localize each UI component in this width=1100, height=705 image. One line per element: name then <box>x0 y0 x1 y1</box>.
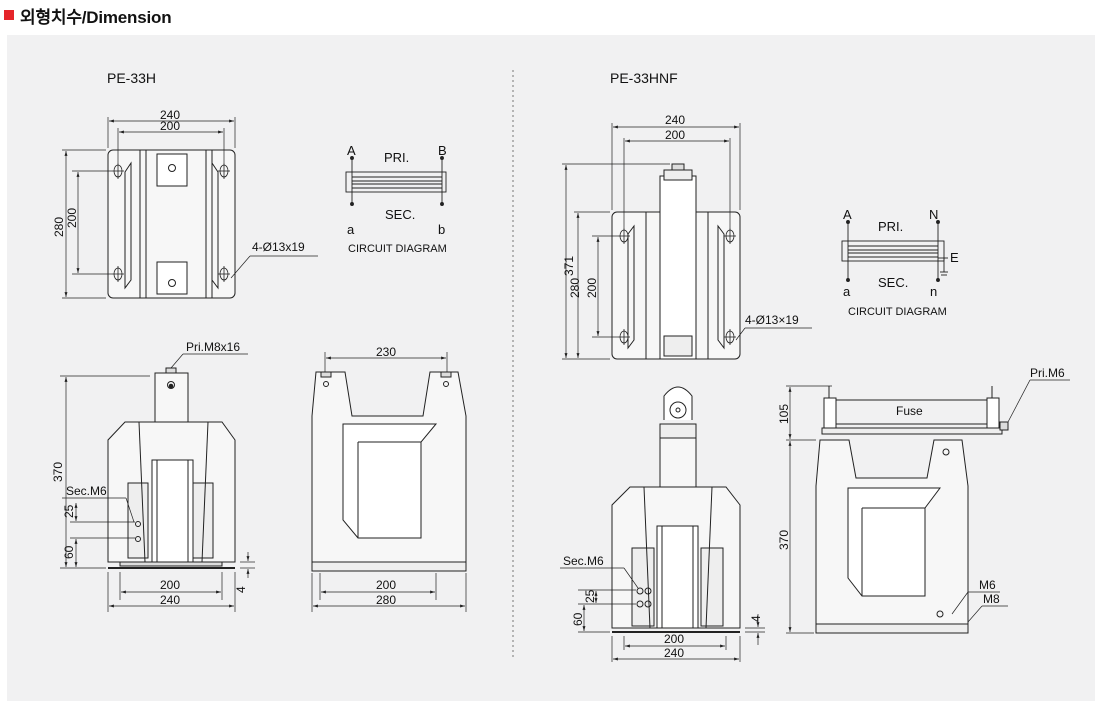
section-header: 외형치수/Dimension <box>4 2 172 28</box>
pri-terminal-label-left: Pri.M8x16 <box>186 340 240 354</box>
dim-200-bottom-left: 200 <box>160 578 180 592</box>
dim-280-right: 280 <box>568 278 582 298</box>
circuit-N-right: N <box>929 207 938 222</box>
section-title: 외형치수/Dimension <box>20 7 172 27</box>
model-label-right: PE-33HNF <box>610 70 678 86</box>
dim-370-right: 370 <box>777 530 791 550</box>
circuit-caption-right: CIRCUIT DIAGRAM <box>848 306 947 318</box>
dim-60-right: 60 <box>571 612 585 626</box>
circuit-pri-left: PRI. <box>384 150 409 165</box>
circuit-diagram-left <box>345 156 447 206</box>
top-view-right <box>562 123 812 360</box>
sec-terminal-label-right: Sec.M6 <box>563 554 604 568</box>
dim-25-right: 25 <box>583 589 597 603</box>
circuit-A-left: A <box>347 143 356 158</box>
dim-200-top-left: 200 <box>160 119 180 133</box>
dim-200-vert-right: 200 <box>585 278 599 298</box>
dim-4-left: 4 <box>234 586 248 593</box>
side-view-left <box>311 352 467 612</box>
front-view-left <box>60 353 255 612</box>
dim-370-left: 370 <box>51 462 65 482</box>
dim-200-vert-left: 200 <box>65 208 79 228</box>
side-view-right <box>786 379 1070 634</box>
circuit-a-right: a <box>843 284 851 299</box>
circuit-A-right: A <box>843 207 852 222</box>
m8-label-right: M8 <box>983 592 1000 606</box>
dim-371-right: 371 <box>562 256 576 276</box>
dim-240-top-left: 240 <box>160 108 180 122</box>
dim-230-left: 230 <box>376 345 396 359</box>
dim-240-top-right: 240 <box>665 113 685 127</box>
circuit-b-left: b <box>438 222 445 237</box>
circuit-caption-left: CIRCUIT DIAGRAM <box>348 243 447 255</box>
mount-holes-right: 4-Ø13×19 <box>745 313 799 327</box>
dim-200-top-right: 200 <box>665 128 685 142</box>
mount-holes-left: 4-Ø13x19 <box>252 240 305 254</box>
red-square-icon <box>4 10 14 20</box>
circuit-sec-left: SEC. <box>385 207 415 222</box>
dim-240-bottom-right: 240 <box>664 646 684 660</box>
dim-105-right: 105 <box>777 404 791 424</box>
dim-4-right: 4 <box>749 615 763 622</box>
dim-240-bottom-left: 240 <box>160 593 180 607</box>
circuit-B-left: B <box>438 143 447 158</box>
dim-60-left: 60 <box>62 545 76 559</box>
dim-280-side-left: 280 <box>376 593 396 607</box>
circuit-E-right: E <box>950 250 959 265</box>
dim-25-left: 25 <box>62 504 76 518</box>
sec-terminal-label-left: Sec.M6 <box>66 484 107 498</box>
circuit-a-left: a <box>347 222 355 237</box>
fuse-label: Fuse <box>896 404 923 418</box>
dim-280-left: 280 <box>52 217 66 237</box>
pri-terminal-label-right: Pri.M6 <box>1030 366 1065 380</box>
front-view-right <box>560 386 765 662</box>
m6-label-right: M6 <box>979 578 996 592</box>
circuit-diagram-right <box>841 220 948 282</box>
dim-200-bottom-right: 200 <box>664 632 684 646</box>
circuit-n-right: n <box>930 284 937 299</box>
model-label-left: PE-33H <box>107 70 156 86</box>
circuit-pri-right: PRI. <box>878 219 903 234</box>
circuit-sec-right: SEC. <box>878 275 908 290</box>
top-view-left <box>62 117 318 299</box>
dim-200-side-left: 200 <box>376 578 396 592</box>
